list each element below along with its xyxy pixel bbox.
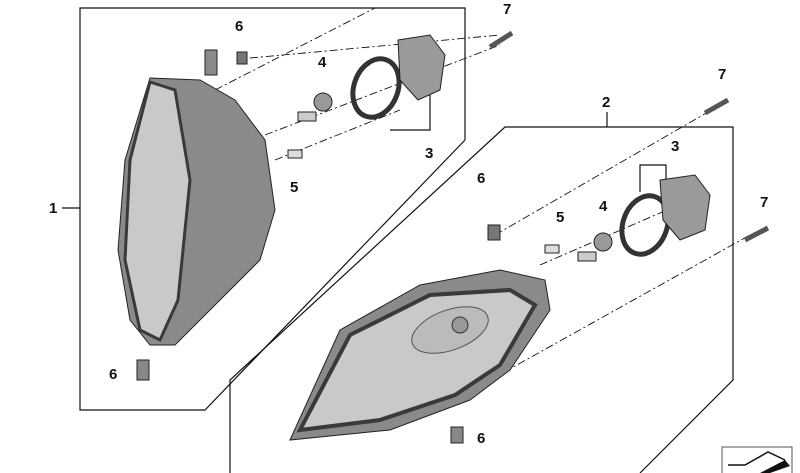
bulb-left xyxy=(313,92,333,112)
seal-ring-left xyxy=(350,56,402,120)
frame-left xyxy=(79,7,466,411)
callout-right-4: 4 xyxy=(599,198,608,215)
clip-left-bottom xyxy=(136,359,150,381)
callout-left-3: 3 xyxy=(425,145,434,162)
callout-right-7-side: 7 xyxy=(760,194,769,211)
callout-left-4: 4 xyxy=(318,54,327,71)
callout-right-3: 3 xyxy=(671,138,680,155)
bulb-cover-right xyxy=(659,174,711,241)
bulb-right xyxy=(593,232,613,252)
frame-right xyxy=(229,126,734,473)
clip-left-top xyxy=(236,51,248,65)
parts-right xyxy=(450,97,770,444)
screw-right-side xyxy=(743,225,770,243)
screw-right-top xyxy=(703,97,730,116)
callout-right-6-bottom: 6 xyxy=(477,430,486,447)
small-bulb-left xyxy=(287,149,303,159)
callout-left-7: 7 xyxy=(503,1,512,18)
callout-right-7-top: 7 xyxy=(718,66,727,83)
headlamp-left xyxy=(117,49,276,346)
group-frames xyxy=(62,7,734,473)
callout-left-6-top: 6 xyxy=(235,18,244,35)
diagram-symbol-icon xyxy=(721,446,793,473)
callout-left-5: 5 xyxy=(290,179,299,196)
seal-ring-right xyxy=(619,193,671,257)
bulb-cover-left xyxy=(397,34,446,101)
callout-right-2: 2 xyxy=(602,94,611,111)
screw-left xyxy=(488,30,514,50)
parts-left xyxy=(136,30,514,381)
small-bulb-right xyxy=(544,244,560,254)
callout-left-6-bottom: 6 xyxy=(109,366,118,383)
bracket-lines xyxy=(390,95,667,192)
headlamp-right xyxy=(289,224,551,441)
callout-right-5: 5 xyxy=(556,209,565,226)
callout-left-1: 1 xyxy=(49,200,58,217)
clip-right-bottom xyxy=(450,426,464,444)
callout-right-6-top: 6 xyxy=(477,170,486,187)
